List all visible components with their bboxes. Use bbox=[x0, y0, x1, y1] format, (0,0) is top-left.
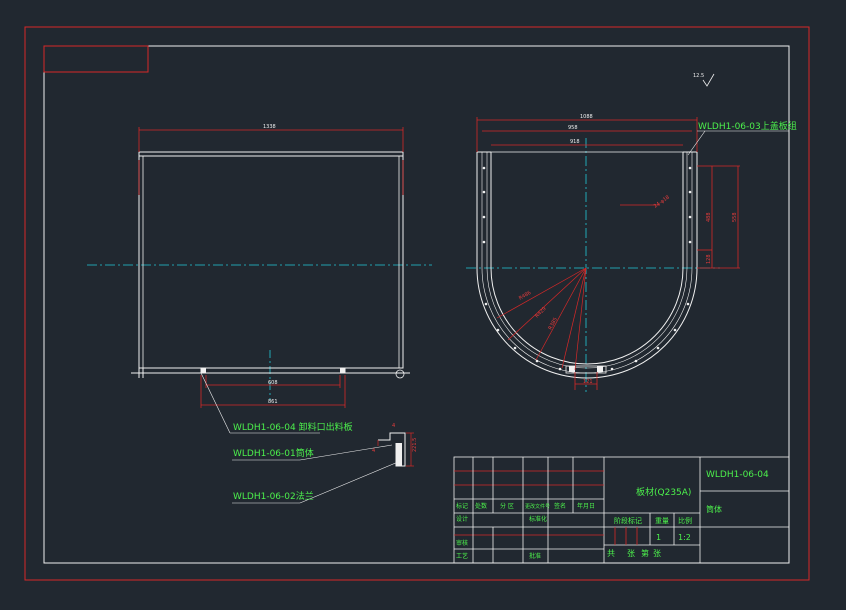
row-process: 工艺 bbox=[456, 552, 468, 560]
svg-text:128: 128 bbox=[706, 254, 712, 264]
label-top-cover: WLDH1-06-03上盖板组 bbox=[698, 120, 797, 132]
header-zone: 分 区 bbox=[500, 502, 514, 510]
svg-text:558: 558 bbox=[732, 212, 738, 222]
svg-text:958: 958 bbox=[568, 125, 578, 131]
u-shell-outer bbox=[476, 152, 698, 379]
svg-text:R429: R429 bbox=[534, 306, 547, 319]
drawing-number: WLDH1-06-04 bbox=[706, 470, 769, 480]
label-cylinder: WLDH1-06-01筒体 bbox=[233, 447, 314, 459]
svg-text:4: 4 bbox=[372, 448, 375, 454]
side-view[interactable]: R486 R429 R385 24-φ18 1088 958 918 488 5… bbox=[466, 114, 797, 392]
front-view[interactable]: 1338 608 861 bbox=[87, 124, 432, 408]
svg-text:608: 608 bbox=[268, 380, 278, 386]
scale-value: 1:2 bbox=[678, 533, 691, 542]
material-label: 板材(Q235A) bbox=[636, 486, 691, 498]
quantity-value: 1 bbox=[656, 533, 661, 542]
outer-frame bbox=[24, 26, 810, 581]
label-flange: WLDH1-06-02法兰 bbox=[233, 490, 314, 502]
svg-text:121: 121 bbox=[583, 379, 593, 385]
dim-side-bottom: 121 bbox=[574, 372, 598, 390]
dim-bottom: 608 861 bbox=[200, 375, 346, 408]
svg-text:R486: R486 bbox=[518, 290, 532, 302]
svg-text:24-φ18: 24-φ18 bbox=[653, 194, 671, 209]
header-signature: 签名 bbox=[554, 502, 566, 510]
svg-text:861: 861 bbox=[268, 399, 278, 405]
roughness-symbol: 12.5 bbox=[693, 73, 715, 87]
flange-detail[interactable]: 221.5 4 4 bbox=[372, 423, 418, 467]
discharge-plate bbox=[200, 367, 346, 374]
svg-text:918: 918 bbox=[570, 139, 580, 145]
corner-title-box bbox=[43, 45, 149, 73]
bolt-holes bbox=[482, 166, 692, 371]
inner-frame bbox=[43, 45, 790, 564]
svg-text:4: 4 bbox=[392, 423, 395, 429]
sheets-unit-1: 张 bbox=[627, 549, 635, 558]
part-name: 筒体 bbox=[706, 504, 722, 514]
callouts: WLDH1-06-04 卸料口出料板 WLDH1-06-01筒体 WLDH1-0… bbox=[200, 372, 399, 504]
sheets-unit-2: 张 bbox=[653, 549, 661, 558]
header-count: 处数 bbox=[475, 502, 487, 510]
weight-label: 重量 bbox=[655, 517, 669, 525]
dim-side-top: 1088 958 918 bbox=[476, 114, 698, 152]
scale-label: 比例 bbox=[678, 516, 692, 525]
row-review: 审核 bbox=[456, 539, 468, 547]
svg-text:12.5: 12.5 bbox=[693, 73, 704, 79]
header-date: 年月日 bbox=[577, 502, 595, 510]
row-standardization: 标准化 bbox=[529, 515, 547, 523]
label-bottom-plate: WLDH1-06-04 卸料口出料板 bbox=[233, 421, 353, 433]
svg-text:1338: 1338 bbox=[263, 124, 276, 130]
row-approve: 批准 bbox=[529, 552, 541, 560]
title-block-text: 板材(Q235A) WLDH1-06-04 筒体 标记 处数 分 区 更改文件号… bbox=[456, 470, 769, 560]
dim-side-right: 488 558 128 bbox=[697, 165, 740, 269]
row-design: 设计 bbox=[456, 515, 468, 523]
svg-text:488: 488 bbox=[706, 212, 712, 222]
stage-label: 阶段标记 bbox=[614, 516, 642, 525]
header-mark: 标记 bbox=[456, 502, 468, 510]
u-shell-inner bbox=[490, 152, 684, 365]
sheets-total: 共 bbox=[607, 549, 615, 558]
svg-text:R385: R385 bbox=[547, 317, 558, 331]
side-bottom-plate bbox=[565, 365, 607, 374]
svg-text:1088: 1088 bbox=[580, 114, 593, 120]
header-change-doc: 更改文件号 bbox=[525, 503, 550, 510]
dim-front-width: 1338 bbox=[138, 124, 404, 152]
radius-leaders bbox=[496, 267, 587, 371]
svg-text:221.5: 221.5 bbox=[412, 438, 418, 452]
sheet-number: 第 bbox=[641, 548, 649, 558]
title-block bbox=[453, 456, 790, 564]
cylinder-outline bbox=[138, 151, 404, 369]
